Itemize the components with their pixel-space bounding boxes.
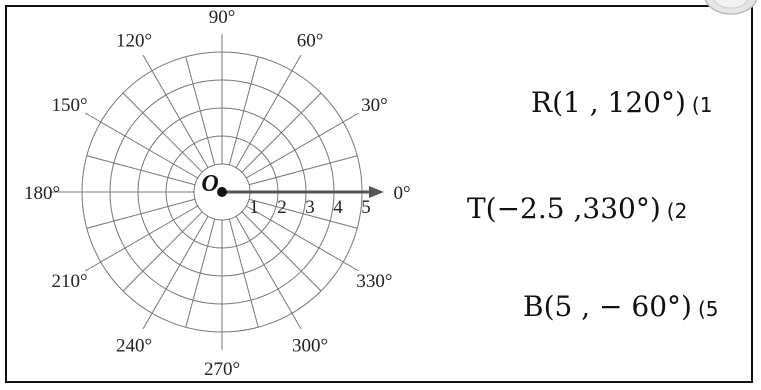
polar-ray-210 xyxy=(84,205,199,272)
point-t: T(−2.5 ,330°)(2 xyxy=(467,192,687,225)
polar-ray-300 xyxy=(235,215,302,330)
point-b-coord: B(5 , − 60°) xyxy=(523,290,692,323)
angle-label-210: 210° xyxy=(52,271,88,292)
point-t-coord: T(−2.5 ,330°) xyxy=(467,192,661,225)
corner-decoration xyxy=(697,0,761,18)
angle-label-30: 30° xyxy=(361,95,388,116)
angle-label-150: 150° xyxy=(52,95,88,116)
radial-number-4: 4 xyxy=(333,197,343,218)
origin-dot xyxy=(217,187,227,197)
point-r-number: (1 xyxy=(691,93,713,117)
radial-number-2: 2 xyxy=(277,197,287,218)
point-b: B(5 , − 60°)(5 xyxy=(523,290,718,323)
polar-axis-arrowhead xyxy=(369,186,384,198)
point-b-number: (5 xyxy=(697,297,719,321)
polar-ray-120 xyxy=(142,54,209,169)
angle-label-60: 60° xyxy=(297,31,324,52)
polar-origin: O xyxy=(201,171,227,197)
angle-label-90: 90° xyxy=(209,7,236,28)
point-r: R(1 , 120°)(1 xyxy=(531,86,712,119)
radial-number-3: 3 xyxy=(305,197,315,218)
angle-label-180: 180° xyxy=(24,183,60,204)
angle-label-120: 120° xyxy=(116,31,152,52)
radial-number-1: 1 xyxy=(249,197,259,218)
radial-number-5: 5 xyxy=(361,197,371,218)
polar-ray-30 xyxy=(245,112,360,179)
corner-decoration-graphic xyxy=(704,0,758,15)
polar-axis xyxy=(50,186,384,198)
angle-label-300: 300° xyxy=(292,335,328,356)
polar-ray-60 xyxy=(235,54,302,169)
polar-ray-150 xyxy=(84,112,199,179)
angle-label-330: 330° xyxy=(356,271,392,292)
point-r-coord: R(1 , 120°) xyxy=(531,86,686,119)
point-t-number: (2 xyxy=(666,199,688,223)
polar-ray-240 xyxy=(142,215,209,330)
angle-label-0: 0° xyxy=(393,183,410,204)
polar-ray-330 xyxy=(245,205,360,272)
polar-angle-labels: 0° 30° 60° 90° 120° 150° 180° 210° 240° 270° 300° 3… xyxy=(24,7,411,380)
angle-label-240: 240° xyxy=(116,335,152,356)
angle-label-270: 270° xyxy=(204,359,240,380)
origin-label: O xyxy=(201,171,218,197)
